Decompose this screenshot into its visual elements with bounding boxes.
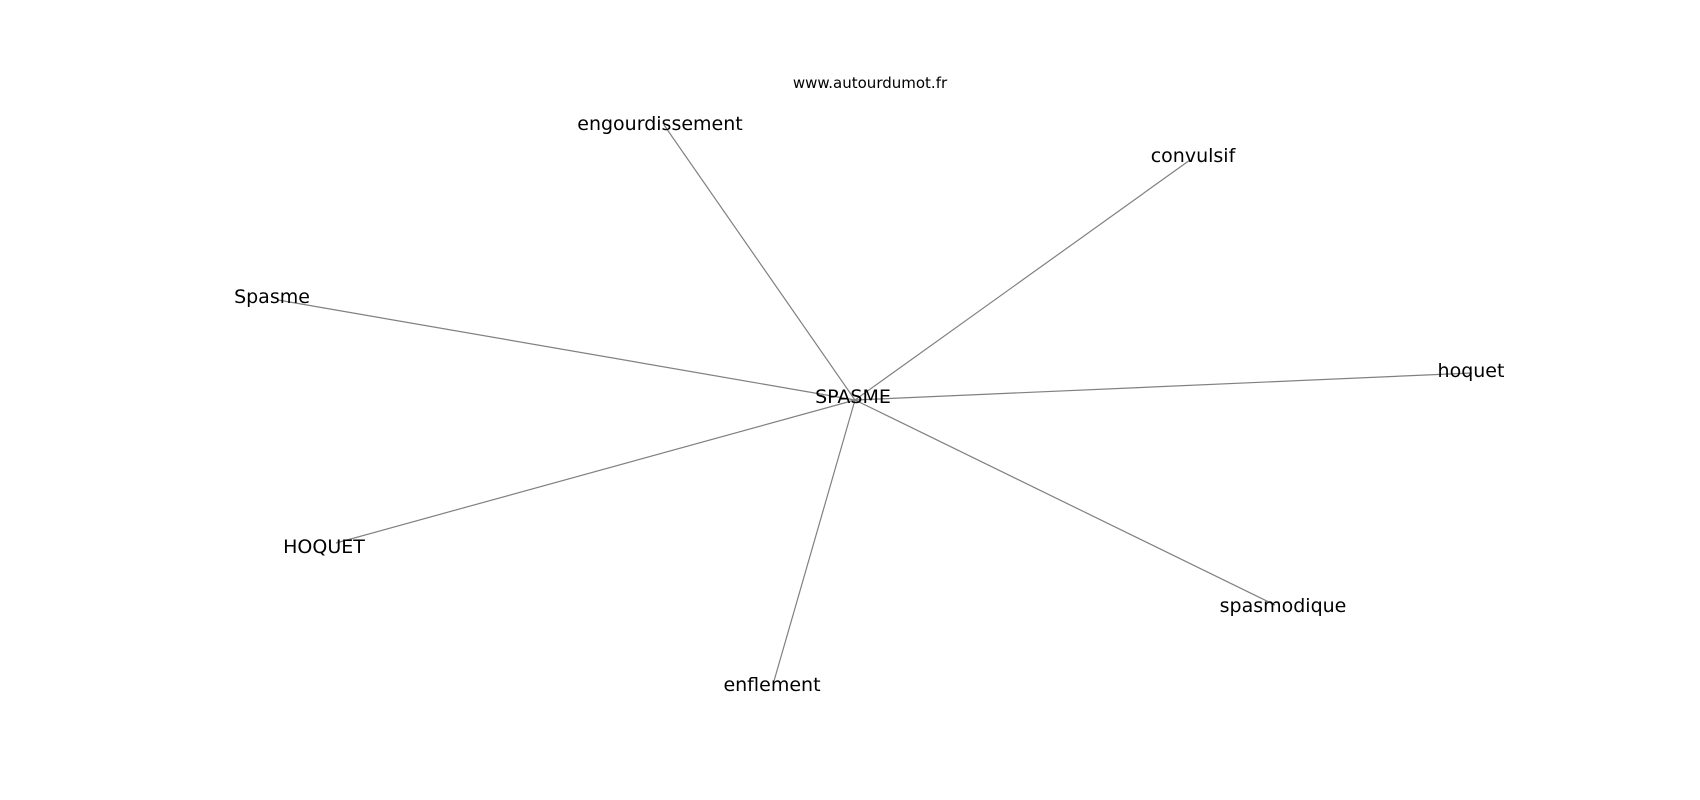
edge-hoquet-upper [335, 399, 856, 544]
edge-hoquet [854, 372, 1473, 401]
node-hoquet-upper[interactable]: HOQUET [283, 536, 365, 558]
node-center-spasme[interactable]: SPASME [815, 386, 891, 408]
edge-spasmodique [854, 399, 1276, 606]
edge-enflement [773, 399, 856, 682]
node-hoquet[interactable]: hoquet [1438, 360, 1505, 382]
edge-spasme [277, 299, 856, 401]
node-convulsif[interactable]: convulsif [1151, 145, 1237, 167]
node-labels: engourdissement convulsif Spasme hoquet … [234, 113, 1504, 696]
node-engourdissement[interactable]: engourdissement [577, 113, 742, 135]
watermark-text[interactable]: www.autourdumot.fr [793, 74, 948, 92]
node-spasmodique[interactable]: spasmodique [1220, 595, 1347, 617]
edge-convulsif [854, 159, 1191, 401]
node-spasme[interactable]: Spasme [234, 286, 310, 308]
edge-engourdissement [663, 124, 856, 401]
edges [277, 124, 1473, 682]
node-enflement[interactable]: enflement [723, 674, 820, 696]
